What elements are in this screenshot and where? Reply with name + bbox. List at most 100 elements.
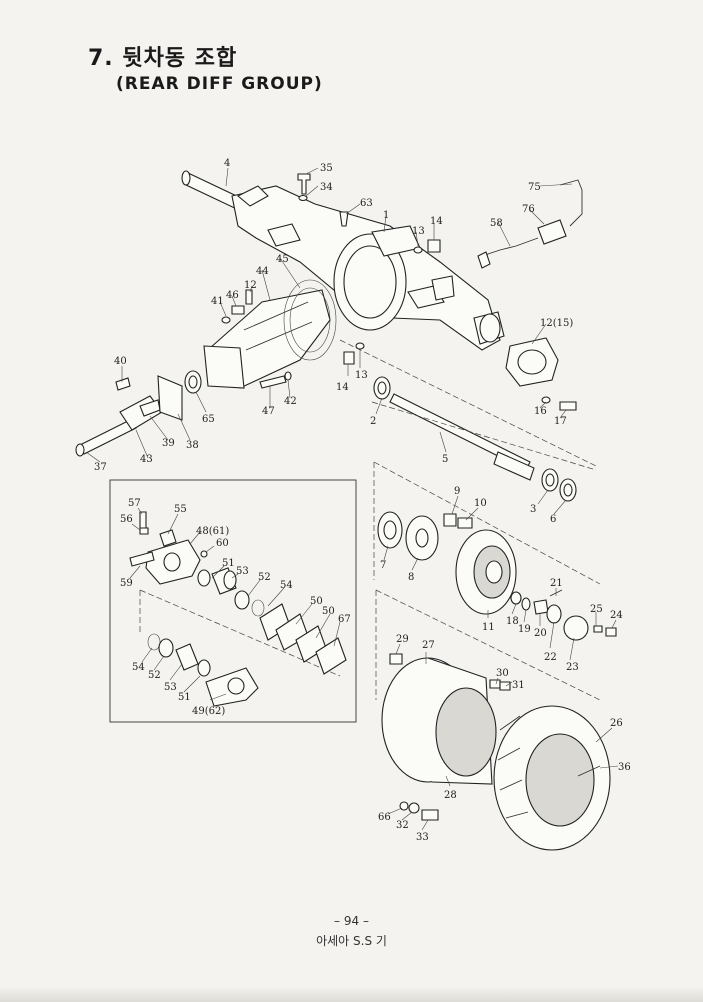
callout-14-upper: 14 (430, 216, 443, 227)
callout-5: 5 (442, 454, 448, 465)
callout-67: 67 (338, 614, 351, 625)
washer-66 (399, 801, 409, 811)
callout-11: 11 (482, 622, 495, 633)
bolt-14-upper (427, 239, 441, 253)
piston-53-lower (175, 643, 199, 671)
bolt-46 (231, 305, 245, 315)
bolt-40 (115, 377, 131, 391)
bolt-47 (259, 375, 287, 389)
bleeder-57 (139, 511, 147, 529)
callout-46: 46 (226, 290, 239, 301)
callout-75: 75 (528, 182, 541, 193)
washer-13-lower (355, 342, 365, 350)
bolt-59 (129, 551, 155, 567)
brake-caliper-12-15 (505, 337, 559, 387)
callout-44: 44 (256, 266, 269, 277)
callout-25: 25 (590, 604, 603, 615)
plate-8 (405, 515, 439, 561)
callout-7: 7 (380, 560, 386, 571)
ring-54-lower (147, 633, 161, 651)
callout-58: 58 (490, 218, 503, 229)
callout-12-15: 12(15) (540, 318, 573, 329)
callout-42: 42 (284, 396, 297, 407)
callout-21: 21 (550, 578, 563, 589)
callout-23: 23 (566, 662, 579, 673)
callout-50-second: 50 (322, 606, 335, 617)
propeller-shaft-37 (75, 419, 137, 457)
washer-13-upper (413, 246, 423, 254)
callout-59: 59 (120, 578, 133, 589)
scan-edge (0, 986, 703, 1002)
pin-12 (245, 289, 253, 305)
callout-40: 40 (114, 356, 127, 367)
callout-12: 12 (244, 280, 257, 291)
tire-26 (493, 705, 611, 851)
callout-20: 20 (534, 628, 547, 639)
callout-17: 17 (554, 416, 567, 427)
caliper-body-48-61 (145, 539, 201, 585)
callout-48-61: 48(61) (196, 526, 229, 537)
callout-66: 66 (378, 812, 391, 823)
callout-47: 47 (262, 406, 275, 417)
valve-36 (577, 765, 601, 777)
callout-8: 8 (408, 572, 414, 583)
oil-seal-7 (377, 511, 403, 549)
caliper-detail-frame (109, 479, 357, 723)
section-title-korean: 7. 뒷차동 조합 (88, 46, 238, 71)
callout-34: 34 (320, 182, 333, 193)
ring-54 (251, 599, 265, 617)
callout-labels: 4 35 34 63 1 13 14 75 76 58 12(15) 16 17… (94, 158, 631, 843)
callout-53: 53 (236, 566, 249, 577)
yoke-flange-38 (157, 375, 183, 421)
callout-50: 50 (310, 596, 323, 607)
callout-10: 10 (474, 498, 487, 509)
callout-52: 52 (258, 572, 271, 583)
callout-57: 57 (128, 498, 141, 509)
seal-51-lower (197, 659, 211, 677)
brake-drum-11 (455, 529, 517, 615)
oil-seal-65 (184, 370, 202, 394)
callout-13-lower: 13 (355, 370, 368, 381)
callout-2: 2 (370, 416, 376, 427)
callout-31: 31 (512, 680, 525, 691)
axle-shaft-5 (389, 393, 535, 481)
washer-32 (408, 802, 420, 814)
callout-55: 55 (174, 504, 187, 515)
bolt-35 (297, 173, 311, 195)
callout-54: 54 (280, 580, 293, 591)
callout-65: 65 (202, 414, 215, 425)
leader-lines (85, 167, 619, 831)
fitting-55 (159, 529, 177, 547)
bolt-17 (559, 401, 577, 411)
callout-56: 56 (120, 514, 133, 525)
callout-32: 32 (396, 820, 409, 831)
callout-43: 43 (140, 454, 153, 465)
callout-36: 36 (618, 762, 631, 773)
callout-27: 27 (422, 640, 435, 651)
callout-39: 39 (162, 438, 175, 449)
callout-41: 41 (211, 296, 224, 307)
gasket-45 (283, 279, 337, 361)
washer-41 (221, 316, 231, 324)
callout-4: 4 (224, 158, 230, 169)
page-number: – 94 – (334, 914, 369, 928)
caliper-body-49-62 (205, 667, 259, 707)
callout-45: 45 (276, 254, 289, 265)
brake-pad-50 (259, 603, 327, 663)
callout-13-upper: 13 (412, 226, 425, 237)
callout-3: 3 (530, 504, 536, 515)
wheel-rim-27 (381, 657, 497, 785)
callout-22: 22 (544, 652, 557, 663)
shim-67 (315, 637, 347, 675)
callout-35: 35 (320, 163, 333, 174)
washer-18 (510, 591, 522, 605)
washer-42 (284, 371, 292, 381)
bearing-6 (559, 478, 577, 502)
brake-pipe-assembly (477, 179, 583, 269)
bearing-2 (373, 376, 391, 400)
callout-54-lower: 54 (132, 662, 145, 673)
callout-76: 76 (522, 204, 535, 215)
rear-axle-housing (231, 185, 505, 351)
